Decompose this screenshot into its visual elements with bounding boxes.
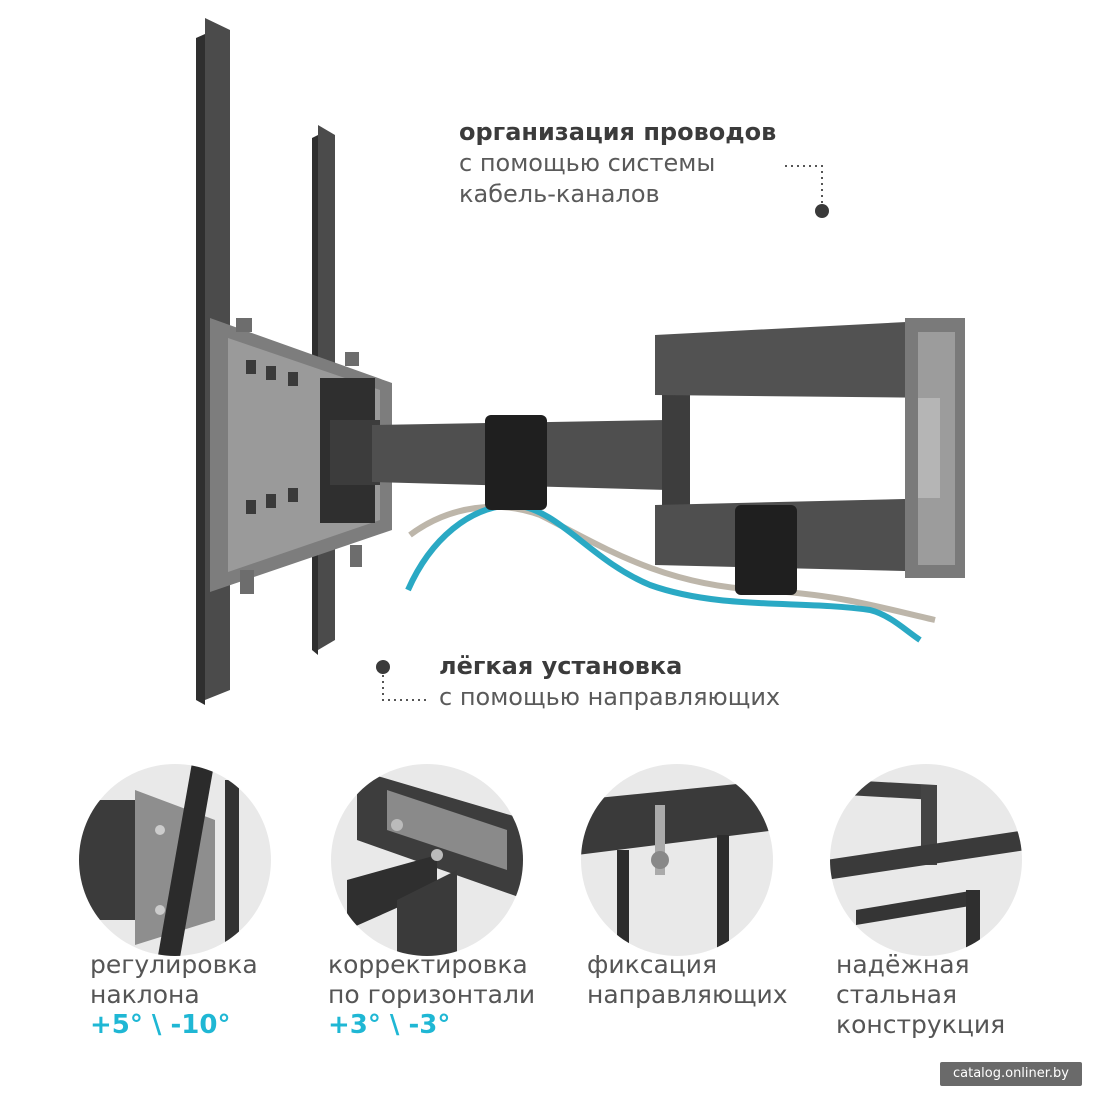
caption-lock-line1: фиксация xyxy=(587,950,718,979)
callout-cable-title: организация проводов xyxy=(459,118,777,146)
caption-steel-line2: стальная xyxy=(836,980,958,1009)
caption-steel-line1: надёжная xyxy=(836,950,970,979)
cable-strap-2 xyxy=(735,505,797,595)
upper-arm xyxy=(655,320,945,398)
feature-photo-tilt xyxy=(75,760,275,960)
caption-lock: фиксация направляющих xyxy=(587,950,788,1010)
caption-horizontal-range: +3° \ -3° xyxy=(328,1010,451,1040)
callout-cable-line1: с помощью системы xyxy=(459,149,716,177)
callout-cable-management: организация проводов с помощью системы к… xyxy=(459,117,776,210)
callout-install-line1: с помощью направляющих xyxy=(439,683,781,711)
lower-arm xyxy=(655,498,945,572)
callout-cable-line2: кабель-каналов xyxy=(459,180,660,208)
cable-blue xyxy=(405,501,922,643)
caption-tilt-line1: регулировка xyxy=(90,950,258,979)
tv-mount-illustration xyxy=(196,18,965,705)
caption-horizontal-line1: корректировка xyxy=(328,950,528,979)
caption-horizontal: корректировка по горизонтали +3° \ -3° xyxy=(328,950,535,1040)
watermark: catalog.onliner.by xyxy=(940,1062,1082,1086)
caption-tilt-range: +5° \ -10° xyxy=(90,1010,231,1040)
feature-photo-horizontal xyxy=(327,760,527,960)
callout-dot-cables xyxy=(815,204,829,218)
cable-strap-1 xyxy=(485,415,547,510)
feature-photo-lock xyxy=(577,760,777,960)
caption-lock-line2: направляющих xyxy=(587,980,788,1009)
callout-easy-install: лёгкая установка с помощью направляющих xyxy=(439,651,780,713)
caption-tilt-line2: наклона xyxy=(90,980,200,1009)
tv-rail-left-back xyxy=(196,34,205,705)
callout-install-title: лёгкая установка xyxy=(439,652,683,680)
feature-photo-steel xyxy=(826,760,1026,960)
caption-tilt: регулировка наклона +5° \ -10° xyxy=(90,950,258,1040)
callout-dot-install xyxy=(376,660,390,674)
caption-horizontal-line2: по горизонтали xyxy=(328,980,536,1009)
caption-steel-line3: конструкция xyxy=(836,1010,1006,1039)
caption-steel: надёжная стальная конструкция xyxy=(836,950,1005,1040)
